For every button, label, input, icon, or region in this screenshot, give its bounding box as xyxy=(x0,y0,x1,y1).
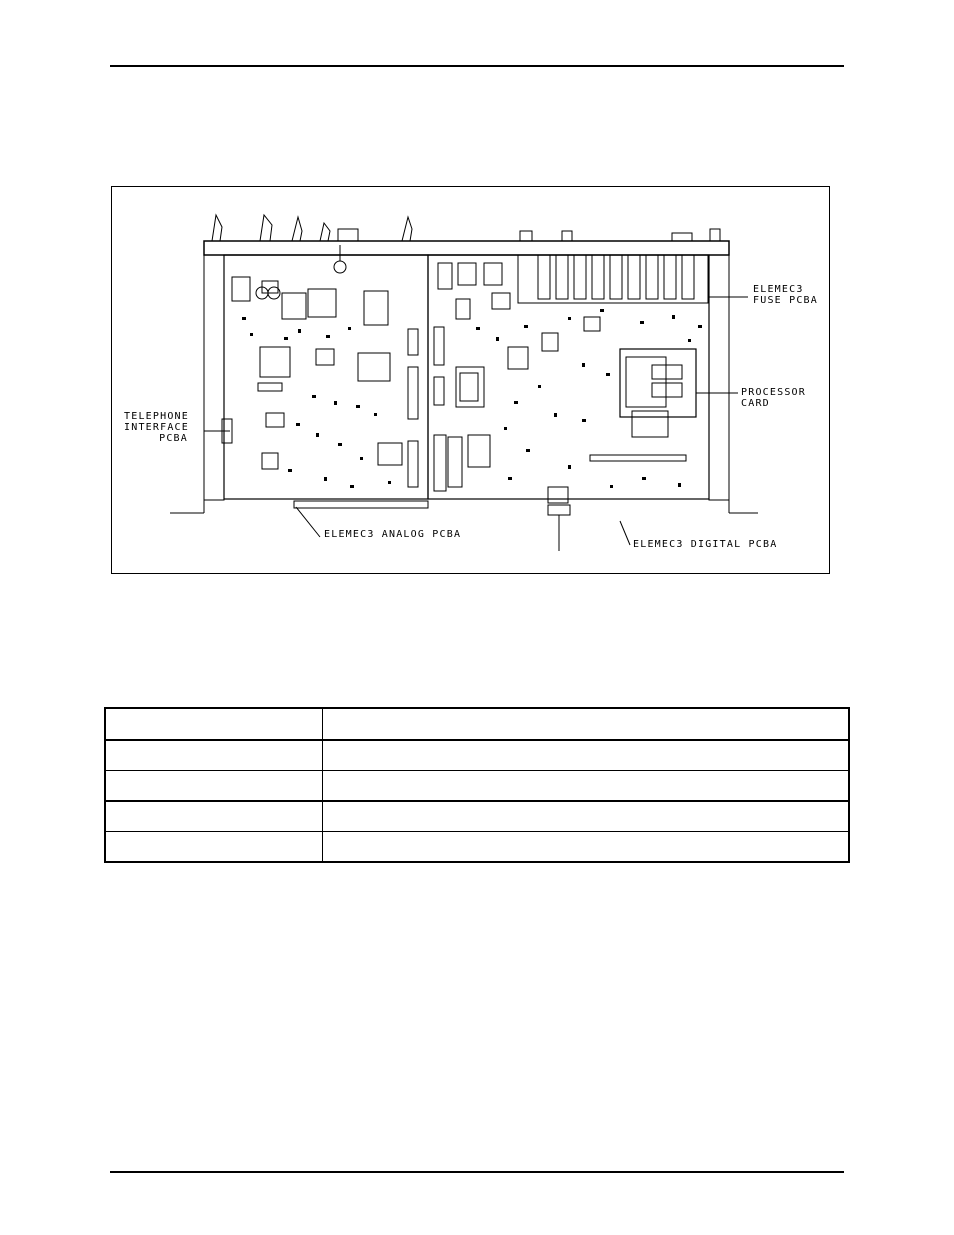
pcba-layout-figure: TELEPHONE INTERFACE PCBA ELEMEC3 FUSE PC… xyxy=(111,186,830,574)
table-cell xyxy=(104,739,323,771)
callout-line: PROCESSOR xyxy=(741,387,806,398)
footer-rule xyxy=(110,1171,844,1173)
callout-line: FUSE PCBA xyxy=(753,295,818,306)
table-row xyxy=(104,770,850,802)
callout-line: ELEMEC3 xyxy=(753,284,804,295)
table-row xyxy=(104,739,850,771)
chassis-drawing xyxy=(170,213,758,551)
table-cell xyxy=(322,800,850,832)
callout-telephone-interface-pcba: TELEPHONE INTERFACE PCBA xyxy=(124,411,188,444)
table-header-row xyxy=(104,707,850,741)
header-rule xyxy=(110,65,844,67)
callout-digital-pcba: ELEMEC3 DIGITAL PCBA xyxy=(633,539,778,550)
table-cell xyxy=(322,739,850,771)
callout-line: CARD xyxy=(741,398,770,409)
callout-line: PCBA xyxy=(159,433,188,444)
table-cell xyxy=(104,800,323,832)
callout-fuse-pcba: ELEMEC3 FUSE PCBA xyxy=(753,284,818,306)
table-row xyxy=(104,800,850,832)
table-cell xyxy=(104,831,323,863)
table-cell xyxy=(104,707,323,741)
callout-analog-pcba: ELEMEC3 ANALOG PCBA xyxy=(324,529,462,540)
table-cell xyxy=(104,770,323,802)
table-row xyxy=(104,831,850,863)
table-cell xyxy=(322,831,850,863)
callout-line: TELEPHONE xyxy=(124,411,189,422)
callout-line: INTERFACE xyxy=(124,422,189,433)
info-table xyxy=(104,707,850,863)
table-cell xyxy=(322,770,850,802)
table-cell xyxy=(322,707,850,741)
callout-processor-card: PROCESSOR CARD xyxy=(741,387,806,409)
